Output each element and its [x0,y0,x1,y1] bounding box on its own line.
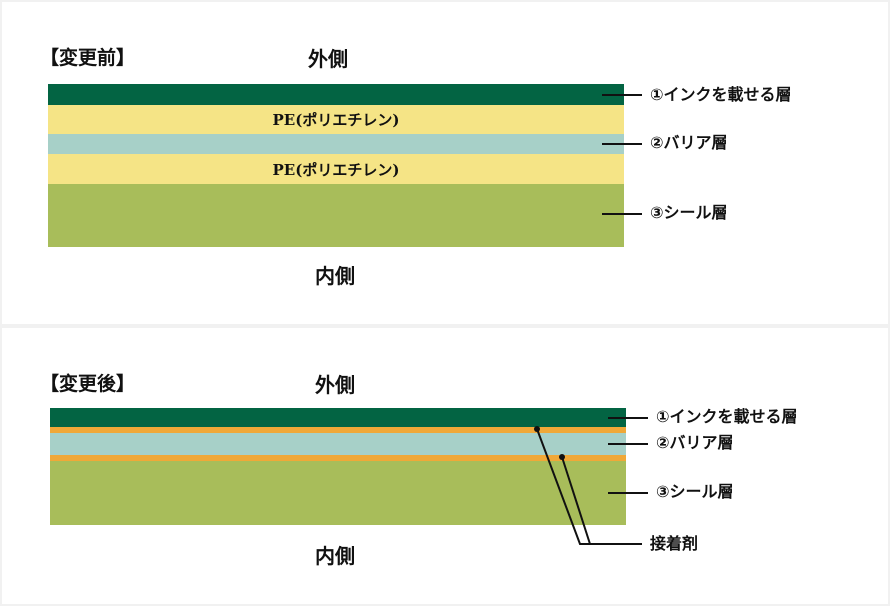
adhesive-top-pointer-line [536,428,642,545]
before-pe-top-label: PE(ポリエチレン) [272,111,400,129]
before-seal-callout: ③シール層 [650,203,728,222]
before-barrier-layer [48,134,624,154]
before-barrier-leader [602,143,642,145]
after-adhesive-top-layer [50,427,626,433]
after-seal-leader [608,492,648,494]
before-inner-label: 内側 [315,264,355,288]
before-pe-bottom-layer: PE(ポリエチレン) [48,154,624,184]
after-ink-layer [50,408,626,427]
adhesive-pointer-lines [534,426,642,545]
before-barrier-callout: ②バリア層 [650,133,728,152]
before-pe-top-layer: PE(ポリエチレン) [48,105,624,134]
after-barrier-layer [50,433,626,455]
before-pe-bottom-label: PE(ポリエチレン) [272,160,400,179]
after-adhesive-bottom-layer [50,455,626,461]
after-inner-label: 内側 [315,544,355,568]
after-barrier-callout: ②バリア層 [656,433,734,452]
after-ink-callout: ①インクを載せる層 [656,407,798,426]
after-ink-leader [608,417,648,419]
after-seal-callout: ③シール層 [656,482,734,501]
before-seal-leader [602,213,642,215]
before-ink-layer [48,84,624,105]
panel-before: 【変更前】 外側 PE(ポリエチレン) PE(ポリエチレン) ①インクを載せる層… [2,2,888,324]
before-seal-layer [48,184,624,247]
before-outer-label: 外側 [308,47,348,71]
panel-after: 【変更後】 外側 ①インクを載せる層 ②バリア層 ③シール層 接着剤 内側 [2,328,888,604]
adhesive-bottom-pointer-line [561,456,591,545]
after-outer-label: 外側 [315,373,355,397]
after-barrier-leader [608,443,648,445]
before-ink-leader [602,94,642,96]
after-adhesive-callout: 接着剤 [650,534,699,553]
before-ink-callout: ①インクを載せる層 [650,85,792,104]
after-seal-layer [50,461,626,525]
before-title: 【変更前】 [40,47,136,69]
after-title: 【変更後】 [40,373,136,395]
